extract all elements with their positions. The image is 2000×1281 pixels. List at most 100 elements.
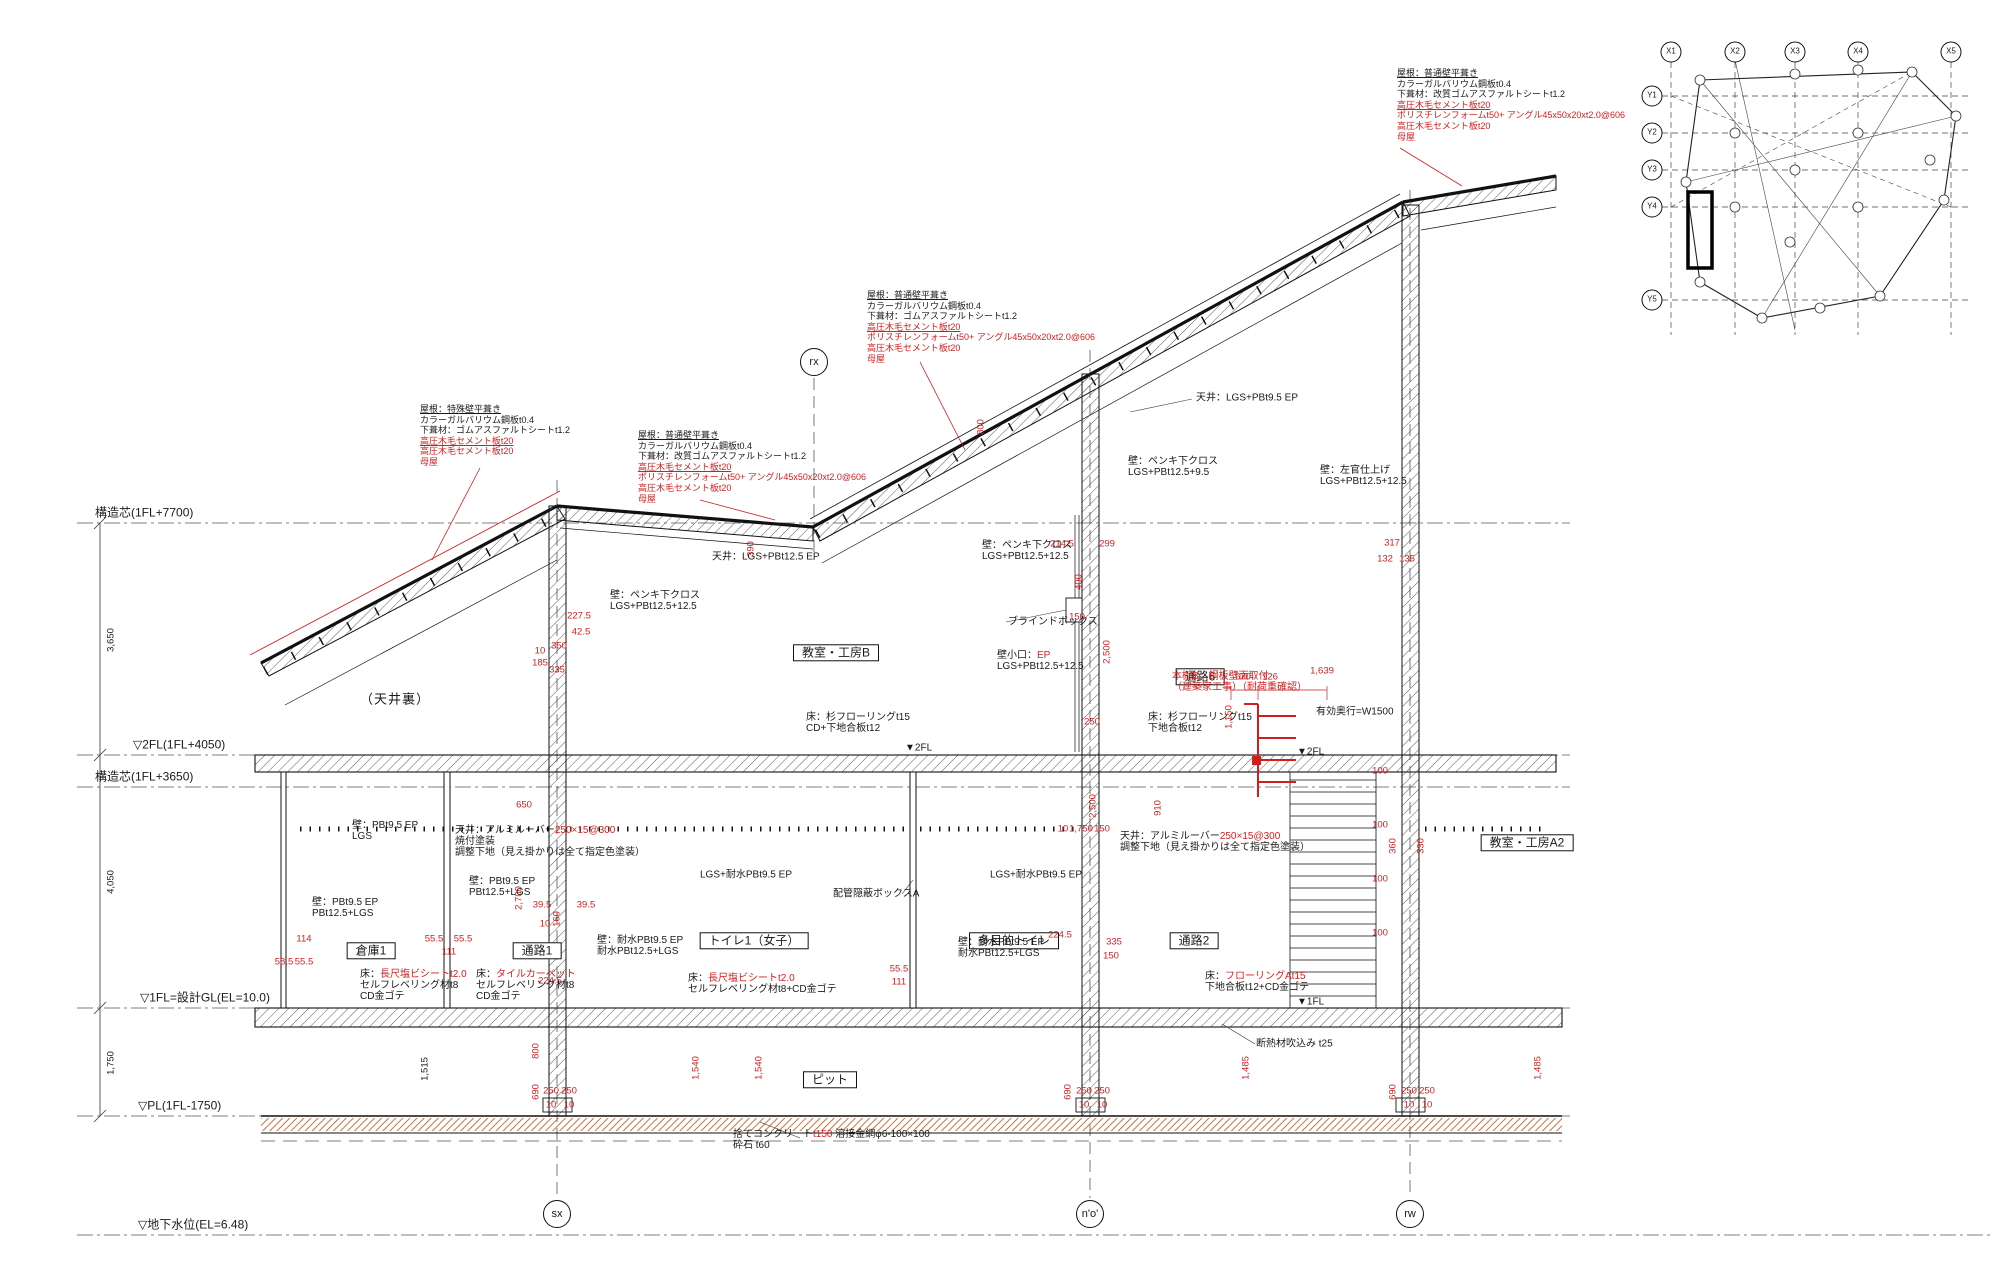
dimension-text: 1,540 <box>690 1056 702 1080</box>
room-label: 教室・工房B <box>792 644 880 662</box>
room-label: トイレ1（女子） <box>699 932 809 950</box>
dimension-text: 360 <box>1387 838 1399 854</box>
floor-slabs <box>254 754 1563 1028</box>
annotation-note: ▼2FL <box>1297 746 1325 758</box>
dimension-text: 55.5 <box>424 933 444 945</box>
dimension-text: 10 <box>1057 823 1069 835</box>
dimension-text: 100 <box>1372 819 1388 831</box>
dimension-text: 224.5 <box>538 975 562 987</box>
dimension-text: 690 <box>1387 1084 1399 1100</box>
dimension-text: 250 <box>1094 1085 1110 1097</box>
dimension-text: 100 <box>1372 873 1388 885</box>
dimension-text: 150 <box>1094 823 1110 835</box>
dimension-text: 214.5 <box>1050 538 1074 550</box>
dimension-text: 111 <box>441 946 457 958</box>
bookshelf-section <box>1230 686 1328 797</box>
louver-screen <box>1289 772 1377 1008</box>
keyplan-grid-bubble: X5 <box>1940 41 1962 63</box>
partition-walls <box>280 771 917 1009</box>
dimension-text: 250 <box>1419 1085 1435 1097</box>
dimension-text: 1,485 <box>1240 1056 1252 1080</box>
dimension-text: 1,750 <box>105 1051 117 1075</box>
level-label: 構造芯(1FL+3650) <box>95 769 194 784</box>
dimension-text: 111 <box>891 976 907 988</box>
room-label: 多目的トイレ <box>968 932 1060 950</box>
dimension-text: 800 <box>975 419 987 435</box>
dimension-text: 160 <box>551 911 563 927</box>
dimension-text: 2,500 <box>1087 794 1099 818</box>
annotation-note: LGS+耐水PBt9.5 EP <box>700 869 792 881</box>
level-label: ▽2FL(1FL+4050) <box>133 737 226 752</box>
dimension-text: 330 <box>1415 838 1427 854</box>
annotation-note: ▼1FL <box>1297 996 1325 1008</box>
annotation-note: 配管隠蔽ボックスA <box>833 888 920 900</box>
dimension-text: 1,639 <box>1310 665 1334 677</box>
level-label: 構造芯(1FL+7700) <box>95 505 194 520</box>
dimension-text: 10 <box>1403 1099 1415 1111</box>
dimension-text: 150 <box>1069 611 1085 623</box>
ceiling-lines <box>284 206 1557 706</box>
keyplan-grid-bubble: X2 <box>1724 41 1746 63</box>
dimension-text: 10 <box>539 918 551 930</box>
dimension-text: 250 <box>543 1085 559 1097</box>
grid-bubble: rx <box>800 348 828 376</box>
note-leaders <box>759 398 1256 1139</box>
dimension-text: 250 <box>1401 1085 1417 1097</box>
dimension-text: 10 <box>563 1099 575 1111</box>
dimension-text: 670 <box>1235 671 1251 683</box>
annotation-note: 断熱材吹込み t25 <box>1256 1038 1333 1050</box>
dimension-text: 1,540 <box>753 1056 765 1080</box>
annotation-note: 天井：LGS+PBt12.5 EP <box>712 551 820 563</box>
roof <box>249 174 1557 677</box>
dimension-text: 10 <box>534 645 546 657</box>
dimension-text: 39.5 <box>576 899 596 911</box>
dimension-text: 800 <box>530 1043 542 1059</box>
keyplan-grid-bubble: Y2 <box>1641 122 1663 144</box>
dimension-text: 1,485 <box>1532 1056 1544 1080</box>
left-dimension-line <box>93 516 107 1123</box>
level-label: ▽地下水位(EL=6.48) <box>138 1217 249 1232</box>
ground-band <box>261 1115 1562 1142</box>
keyplan-section-marker <box>1686 190 1714 270</box>
keyplan-column-marks <box>1680 64 1962 324</box>
keyplan-grid-bubble: Y3 <box>1641 159 1663 181</box>
dimension-text: 227.5 <box>567 610 591 622</box>
dimension-text: 1,515 <box>419 1057 431 1081</box>
keyplan-grid-bubble: X3 <box>1784 41 1806 63</box>
dimension-text: 39.5 <box>532 899 552 911</box>
dimension-text: 335 <box>549 664 565 676</box>
dimension-text: 10 <box>1421 1099 1433 1111</box>
dimension-text: 10 <box>1078 1099 1090 1111</box>
dimension-text: 10 <box>1096 1099 1108 1111</box>
annotation-note: 天井：LGS+PBt9.5 EP <box>1196 392 1298 404</box>
keyplan-grid-bubble: Y5 <box>1641 289 1663 311</box>
keyplan-grid-bubble: Y1 <box>1641 85 1663 107</box>
dimension-text: 4,050 <box>105 870 117 894</box>
room-label: ピット <box>802 1071 858 1089</box>
spec-leaders <box>431 147 1463 561</box>
room-label: 倉庫1 <box>346 942 396 960</box>
annotation-note: （天井裏） <box>360 691 431 707</box>
dimension-text: 250 <box>561 1085 577 1097</box>
keyplan <box>1652 52 1968 335</box>
dimension-text: 42.5 <box>571 626 591 638</box>
room-label: 通路1 <box>512 942 562 960</box>
dimension-text: 135 <box>1399 553 1415 565</box>
dimension-text: 1,750 <box>1069 823 1093 835</box>
